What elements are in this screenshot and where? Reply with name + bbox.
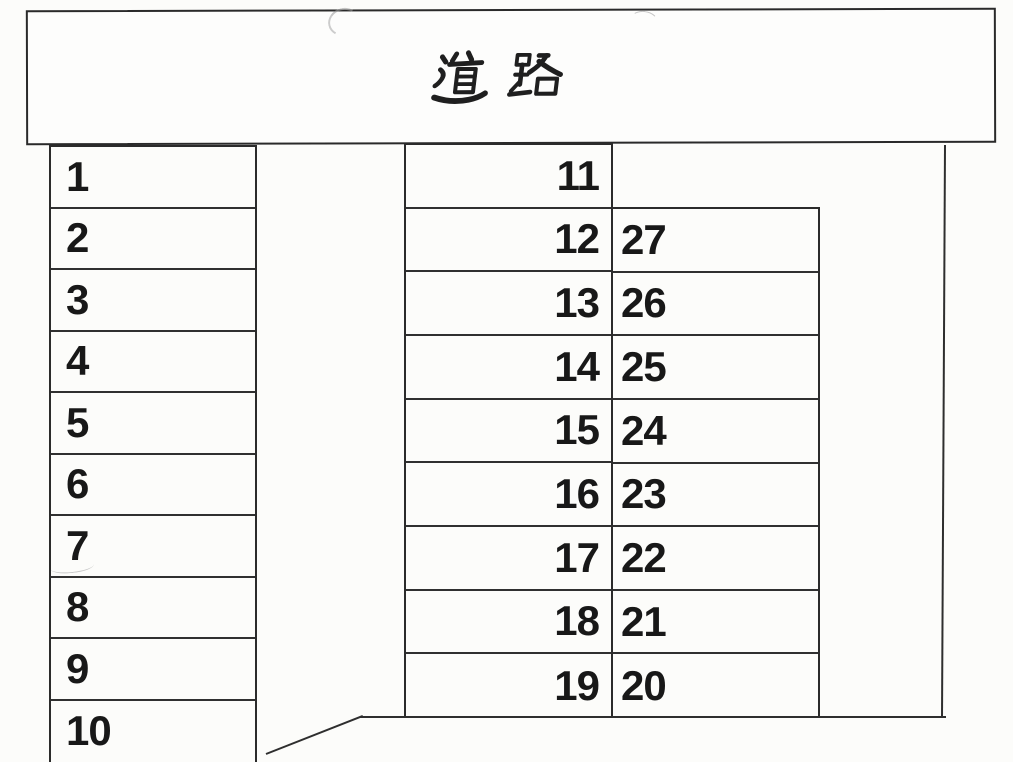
parking-space-11: 11 [406, 145, 611, 209]
parking-space-3: 3 [51, 270, 255, 332]
left-parking-column: 1 2 3 4 5 6 7 8 9 10 [49, 145, 257, 762]
parking-space-20: 20 [621, 662, 667, 710]
parking-space-27: 27 [613, 209, 818, 273]
boundary-line-diagonal [265, 714, 364, 755]
parking-space-19: 19 [554, 662, 600, 710]
parking-space-22: 22 [613, 527, 818, 591]
parking-space-24: 24 [613, 400, 818, 464]
parking-space-10: 10 [66, 707, 112, 755]
parking-space-5: 5 [51, 393, 255, 455]
parking-space-8: 8 [51, 578, 255, 639]
parking-space-18: 18 [406, 591, 611, 655]
parking-space-4: 4 [51, 332, 255, 393]
parking-space-13: 13 [406, 272, 611, 336]
road-kanji [429, 47, 569, 105]
parking-space-23: 23 [613, 464, 818, 528]
parking-space-21: 21 [613, 591, 818, 655]
boundary-line-right [940, 144, 946, 718]
road-banner: 道 路 [25, 7, 997, 146]
parking-space-1: 1 [51, 147, 255, 209]
parking-space-9: 9 [51, 639, 255, 701]
right-parking-column: 27 26 25 24 23 22 21 20 [613, 207, 820, 718]
parking-space-26: 26 [613, 273, 818, 337]
parking-space-17: 17 [406, 527, 611, 591]
road-kanji-ro [506, 52, 563, 97]
parking-space-16: 16 [406, 463, 611, 527]
parking-space-2: 2 [51, 209, 255, 270]
middle-parking-column: 11 12 13 14 15 16 17 18 19 [404, 143, 613, 718]
parking-space-7: 7 [51, 516, 255, 578]
parking-space-14: 14 [406, 336, 611, 400]
road-kanji-dou [430, 49, 488, 104]
parking-space-15: 15 [406, 400, 611, 464]
parking-space-12: 12 [406, 209, 611, 273]
boundary-line-bottom [360, 716, 946, 718]
parking-space-6: 6 [51, 455, 255, 516]
parking-space-25: 25 [613, 336, 818, 400]
